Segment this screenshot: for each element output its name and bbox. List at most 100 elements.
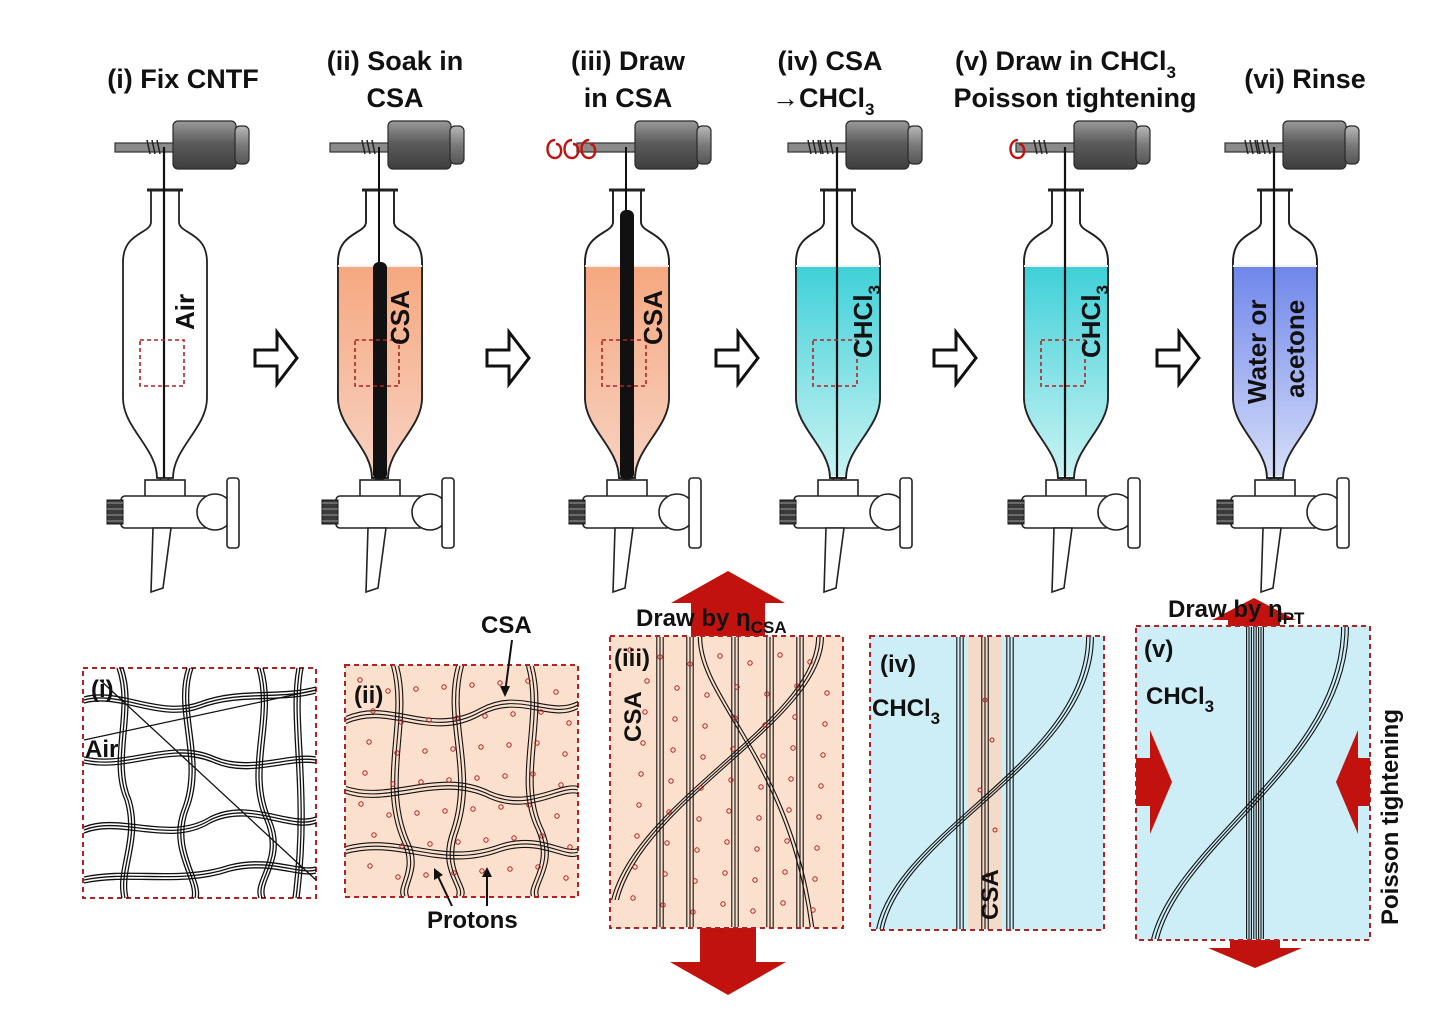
outlet-stem	[823, 527, 845, 594]
proton-dot	[497, 680, 503, 686]
sample-region-box	[1040, 339, 1086, 387]
coil-mark	[1244, 139, 1249, 155]
coil-mark	[1249, 139, 1254, 155]
panel-ii-protons	[357, 677, 573, 881]
curved-fiber	[1154, 626, 1346, 940]
proton-dot	[728, 777, 734, 783]
funnel-1-medium-label: Air	[170, 294, 200, 330]
stopcock-key	[226, 477, 240, 549]
funnel-medium-labels: Air CSA CSA CHCl3 CHCl3 Water or acetone	[170, 285, 1310, 404]
fiber-bundle	[255, 667, 271, 899]
funnel-3-medium-label: CSA	[638, 290, 668, 345]
panel-ii-fiber-network	[345, 665, 579, 897]
motor-shaft	[787, 142, 849, 153]
fiber-bundle	[295, 667, 302, 899]
curved-fiber	[697, 636, 811, 928]
proton-dot	[511, 835, 517, 841]
fiber-swollen	[620, 210, 634, 480]
fiber-bundle	[83, 867, 317, 884]
fiber-bundle	[83, 689, 317, 710]
squeeze-right-arrow-icon	[1336, 730, 1370, 834]
funnel-4-medium-label: CHCl3	[848, 285, 884, 358]
screw-fitting	[321, 499, 339, 525]
panel-ii-csa-pointer	[504, 639, 513, 694]
fiber-bundle	[180, 667, 197, 899]
proton-dot	[692, 878, 698, 884]
squeeze-left-arrow-icon	[1136, 730, 1172, 834]
fiber-bundle	[532, 665, 549, 897]
step-4-title-line2: →CHCl3	[772, 83, 874, 119]
proton-dot	[640, 740, 646, 746]
proton-dot	[786, 807, 792, 813]
sample-region-box	[812, 339, 858, 387]
panel-iii-draw-label: Draw by ηCSA	[636, 605, 787, 637]
motor-icon	[387, 120, 452, 170]
proton-dot	[539, 833, 545, 839]
proton-dot	[566, 720, 572, 726]
proton-dot	[687, 661, 693, 667]
proton-dot	[423, 872, 429, 878]
coil-mark	[1043, 139, 1048, 155]
proton-dot	[762, 722, 768, 728]
panel-i-tag: (i)	[91, 676, 114, 703]
proton-dot	[630, 895, 636, 901]
step-arrow-icon	[1155, 327, 1201, 389]
fiber-bundle	[345, 846, 579, 860]
stopcock-key	[441, 477, 455, 549]
coil-mark	[1256, 139, 1261, 155]
proton-dot	[777, 652, 783, 658]
proton-dot	[525, 678, 531, 684]
proton-dot	[747, 660, 753, 666]
proton-dot	[638, 771, 644, 777]
proton-dot	[385, 688, 391, 694]
curved-fiber	[614, 636, 821, 901]
proton-dot	[634, 833, 640, 839]
coil-red-icon	[1009, 138, 1026, 160]
proton-dot	[446, 777, 452, 783]
funnel-5-medium-label: CHCl3	[1076, 285, 1112, 358]
proton-dot	[479, 868, 485, 874]
panel-iii-frame	[609, 635, 844, 929]
motor-cap	[696, 125, 712, 165]
fiber-bundle	[258, 667, 274, 899]
proton-dot	[538, 709, 544, 715]
fiber-bundle	[525, 665, 542, 897]
funnel-6-medium-label-line1: Water or	[1242, 300, 1272, 405]
proton-dot	[670, 747, 676, 753]
arrowhead-icon	[482, 867, 492, 877]
proton-dot	[784, 838, 790, 844]
funnel-3	[546, 120, 712, 594]
proton-dot	[562, 751, 568, 757]
coil-mark	[817, 139, 822, 155]
fiber-bundle	[177, 667, 194, 899]
panel-iii-medium-label: CSA	[620, 691, 647, 742]
panel-iv-medium-label: CHCl3	[872, 695, 940, 728]
motor-shaft	[576, 142, 638, 153]
proton-dot	[700, 754, 706, 760]
proton-dot	[482, 713, 488, 719]
proton-dot	[732, 715, 738, 721]
proton-dot	[367, 863, 373, 869]
proton-dot	[554, 813, 560, 819]
proton-dot	[818, 783, 824, 789]
proton-dot	[535, 864, 541, 870]
proton-dot	[526, 802, 532, 808]
sample-region-box	[354, 339, 400, 387]
funnel-4	[779, 120, 923, 594]
stopcock-key	[899, 477, 913, 549]
screw-fitting	[779, 499, 797, 525]
panel-i-medium-label: Air	[85, 736, 118, 763]
proton-dot	[992, 827, 998, 833]
proton-dot	[698, 785, 704, 791]
panel-ii-tag: (ii)	[354, 682, 383, 709]
panel-v-side-label: Poisson tightening	[1377, 709, 1404, 925]
proton-dot	[720, 901, 726, 907]
proton-dot	[357, 677, 363, 683]
proton-dot	[478, 744, 484, 750]
fiber-bundle	[345, 781, 579, 798]
step-4-title-line1: (iv) CSA	[777, 46, 882, 76]
proton-dot	[810, 907, 816, 913]
proton-dot	[668, 778, 674, 784]
proton-dot	[627, 647, 633, 653]
step-arrow-icon	[485, 327, 531, 389]
